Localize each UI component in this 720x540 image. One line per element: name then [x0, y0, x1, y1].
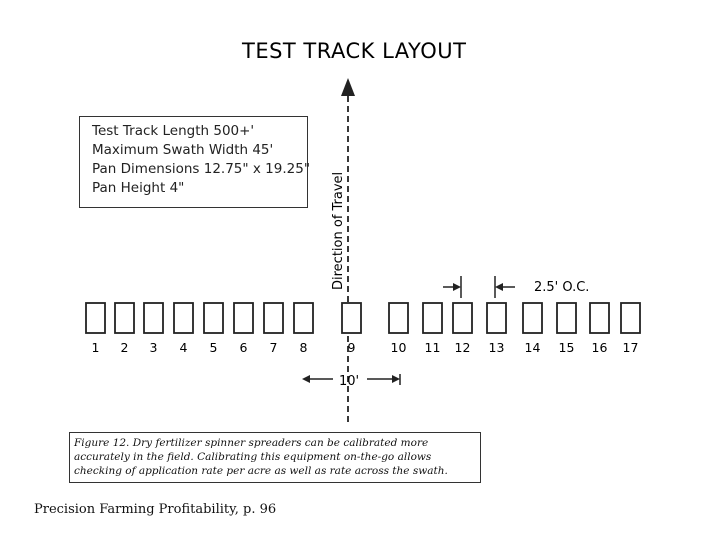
pan-row — [85, 302, 641, 334]
pan-number-17: 17 — [623, 340, 639, 355]
spec-pan-dimensions: Pan Dimensions 12.75" x 19.25" — [92, 161, 311, 177]
travel-arrowhead — [341, 78, 355, 96]
pan-number-13: 13 — [489, 340, 505, 355]
gap-arrow-right-head — [392, 375, 400, 383]
pan-13 — [486, 302, 507, 334]
pan-12 — [452, 302, 473, 334]
pan-number-6: 6 — [240, 340, 248, 355]
spacing-arrow-right-head — [495, 283, 503, 291]
pan-2 — [114, 302, 135, 334]
pan-number-1: 1 — [92, 340, 100, 355]
figure-caption: Figure 12. Dry fertilizer spinner spread… — [69, 432, 481, 483]
spec-track-length: Test Track Length 500+' — [92, 123, 255, 139]
pan-number-12: 12 — [455, 340, 471, 355]
pan-7 — [263, 302, 284, 334]
pan-number-16: 16 — [592, 340, 608, 355]
pan-15 — [556, 302, 577, 334]
direction-of-travel-label: Direction of Travel — [331, 172, 346, 290]
pan-number-14: 14 — [525, 340, 541, 355]
pan-17 — [620, 302, 641, 334]
gap-arrow-left-head — [302, 375, 310, 383]
pan-6 — [233, 302, 254, 334]
diagram-title: TEST TRACK LAYOUT — [241, 39, 466, 63]
pan-number-2: 2 — [121, 340, 129, 355]
pan-4 — [173, 302, 194, 334]
pan-5 — [203, 302, 224, 334]
pan-16 — [589, 302, 610, 334]
pan-11 — [422, 302, 443, 334]
spec-swath-width: Maximum Swath Width 45' — [92, 142, 274, 158]
pan-8 — [293, 302, 314, 334]
pan-number-5: 5 — [210, 340, 218, 355]
pan-number-8: 8 — [300, 340, 308, 355]
pan-number-15: 15 — [559, 340, 575, 355]
pan-3 — [143, 302, 164, 334]
pan-14 — [522, 302, 543, 334]
track-specifications-box: Test Track Length 500+' Maximum Swath Wi… — [79, 116, 311, 208]
pan-number-4: 4 — [180, 340, 188, 355]
pan-number-9: 9 — [348, 340, 356, 355]
pan-number-7: 7 — [270, 340, 278, 355]
spacing-arrow-left-head — [453, 283, 461, 291]
pan-number-11: 11 — [425, 340, 441, 355]
pan-number-10: 10 — [391, 340, 407, 355]
pan-9 — [341, 302, 362, 334]
center-gap-label: 10' — [339, 374, 359, 389]
spacing-label: 2.5' O.C. — [534, 280, 589, 295]
pan-1 — [85, 302, 106, 334]
pan-number-3: 3 — [150, 340, 158, 355]
spec-pan-height: Pan Height 4" — [92, 180, 185, 196]
pan-10 — [388, 302, 409, 334]
source-citation: Precision Farming Profitability, p. 96 — [34, 502, 277, 517]
